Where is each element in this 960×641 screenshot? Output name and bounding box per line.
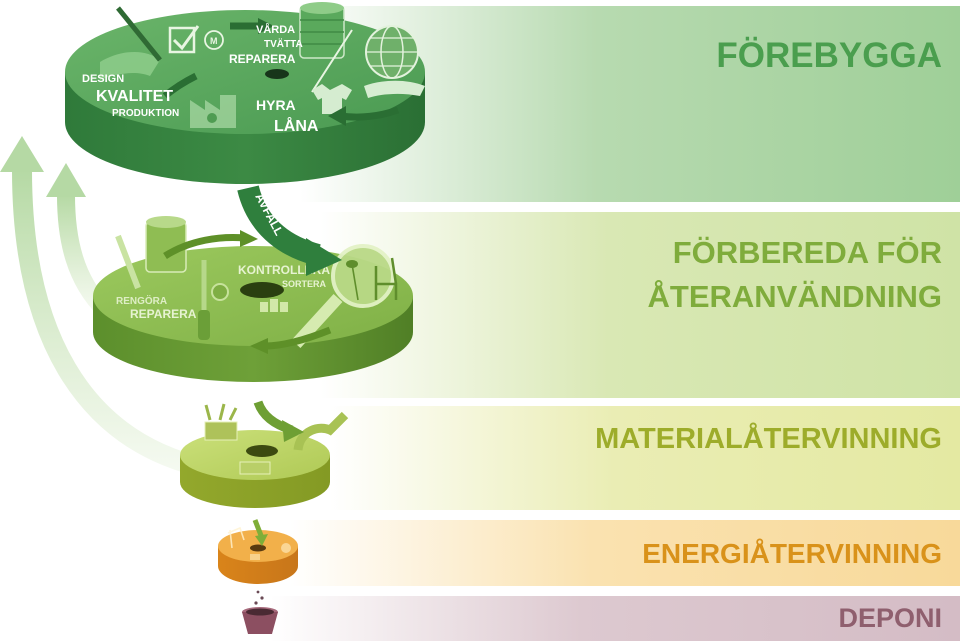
top-label-tvatta: TVÄTTA: [264, 37, 303, 50]
top-label-hyra: HYRA: [256, 97, 296, 113]
middle-disc: KONTROLLERA SORTERA RENGÖRA REPARERA: [93, 216, 413, 382]
svg-text:M: M: [210, 36, 218, 46]
middle-label-sortera: SORTERA: [282, 279, 327, 289]
return-arrow-outer: [0, 136, 208, 478]
band-label-materialatervinning: MATERIALÅTERVINNING: [595, 423, 942, 455]
top-label-varda: VÅRDA: [256, 23, 295, 36]
band-forbereda: FÖRBEREDA FÖR ÅTERANVÄNDNING: [320, 212, 960, 398]
band-label-forbereda-line1: FÖRBEREDA FÖR: [672, 235, 942, 270]
band-label-forbereda-line2: ÅTERANVÄNDNING: [647, 279, 943, 314]
middle-label-reparera: REPARERA: [130, 307, 197, 321]
band-materialatervinning: MATERIALÅTERVINNING: [330, 406, 960, 510]
band-label-deponi: DEPONI: [838, 603, 942, 633]
top-disc: M DESIGN KVALITET PRODUKTION: [65, 2, 425, 184]
top-label-lana: LÅNA: [274, 116, 319, 135]
band-label-forebygga: FÖREBYGGA: [716, 36, 942, 75]
middle-label-rengora: RENGÖRA: [116, 294, 167, 307]
band-deponi: DEPONI: [270, 596, 960, 641]
band-energiatervinning: ENERGIÅTERVINNING: [290, 520, 960, 586]
top-label-reparera: REPARERA: [229, 52, 296, 66]
band-label-energiatervinning: ENERGIÅTERVINNING: [642, 538, 942, 569]
material-disc: [180, 400, 349, 508]
top-label-kvalitet: KVALITET: [96, 88, 173, 105]
top-label-design: DESIGN: [82, 73, 124, 85]
energy-disc: [218, 519, 298, 584]
top-label-produktion: PRODUKTION: [112, 108, 179, 119]
deponi-pot: [242, 590, 278, 634]
